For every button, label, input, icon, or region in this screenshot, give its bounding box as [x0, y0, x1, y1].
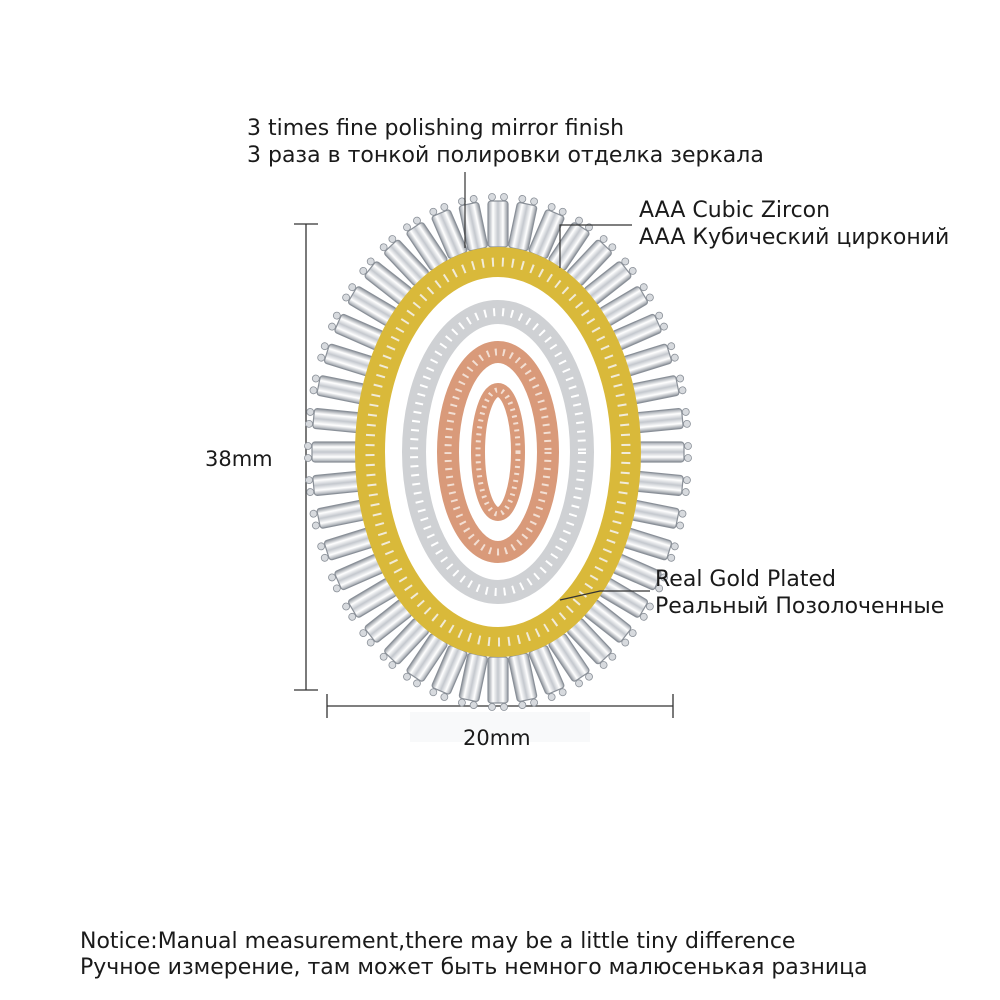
polishing-text-ru: 3 раза в тонкой полировки отделка зеркал…	[247, 143, 764, 168]
gold-annotation: Real Gold Plated Реальный Позолоченные	[655, 566, 944, 620]
baguette-crystal	[630, 499, 687, 530]
baguette-crystal	[622, 527, 679, 562]
baguette-crystal	[487, 656, 509, 711]
baguette-crystal	[328, 311, 384, 351]
baguette-crystal	[622, 342, 679, 377]
polishing-annotation: 3 times fine polishing mirror finish 3 р…	[247, 115, 764, 169]
baguette-crystal	[528, 645, 567, 701]
reflection	[410, 712, 590, 742]
gold-pave-oval	[355, 247, 641, 657]
zircon-annotation: AAA Cubic Zircon AAA Кубический цирконий	[639, 197, 949, 251]
baguette-crystal	[637, 441, 692, 463]
baguette-crystal	[630, 374, 687, 405]
baguette-crystal	[403, 216, 448, 271]
baguette-crystal	[317, 527, 374, 562]
baguette-crystal	[487, 193, 509, 248]
baguette-crystal	[305, 470, 361, 496]
baguette-crystal	[635, 470, 691, 496]
baguette-crystal-ring	[304, 193, 692, 711]
baguette-crystal	[359, 257, 412, 305]
baguette-crystal	[309, 499, 366, 530]
notice-text-en: Notice:Manual measurement,there may be a…	[80, 929, 796, 954]
gold-text-en: Real Gold Plated	[655, 567, 836, 592]
measurement-notice: Notice:Manual measurement,there may be a…	[80, 929, 868, 981]
baguette-crystal	[305, 408, 361, 434]
callout-gold-line	[559, 590, 650, 601]
callout-lines	[464, 172, 650, 601]
baguette-crystal	[612, 311, 668, 351]
baguette-crystal	[508, 652, 538, 709]
width-dimension-label: 20mm	[463, 726, 531, 750]
baguette-crystal	[359, 599, 412, 647]
baguette-crystal	[379, 618, 429, 669]
height-dimension-label: 38mm	[205, 447, 273, 471]
width-dimension-line	[326, 694, 674, 718]
notice-text-ru: Ручное измерение, там может быть немного…	[80, 955, 868, 980]
silver-pave-oval	[402, 300, 594, 604]
baguette-crystal	[403, 633, 448, 688]
baguette-crystal	[635, 408, 691, 434]
rose-gold-pave-oval	[437, 341, 559, 563]
baguette-crystal	[304, 441, 359, 463]
polishing-text-en: 3 times fine polishing mirror finish	[247, 116, 625, 141]
baguette-crystal	[317, 342, 374, 377]
baguette-crystal	[429, 203, 468, 259]
baguette-crystal	[508, 195, 538, 252]
baguette-crystal	[429, 645, 468, 701]
gold-text-ru: Реальный Позолоченные	[655, 594, 945, 619]
zircon-text-ru: AAA Кубический цирконий	[639, 225, 950, 250]
callout-zircon-line	[559, 224, 632, 268]
baguette-crystal	[309, 374, 366, 405]
zircon-text-en: AAA Cubic Zircon	[639, 198, 831, 223]
